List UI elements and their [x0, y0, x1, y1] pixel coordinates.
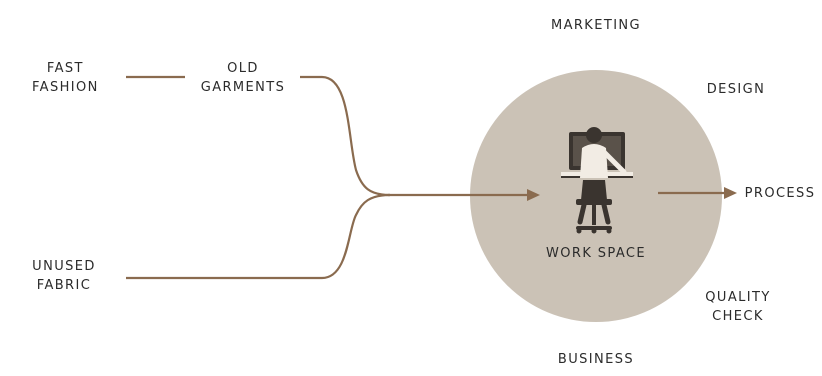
quality-check-label: QUALITY CHECK: [694, 288, 782, 326]
fast-fashion-line-1: FAST: [46, 61, 84, 76]
quality-check-line-1: QUALITY: [705, 290, 771, 305]
unused-fabric-line-1: UNUSED: [32, 259, 96, 274]
arrow-into-workspace-head: [527, 189, 540, 201]
business-label: BUSINESS: [546, 350, 646, 369]
old-garments-label: OLD GARMENTS: [189, 59, 297, 97]
design-label: DESIGN: [694, 80, 778, 99]
design-text: DESIGN: [706, 82, 766, 97]
person-at-computer-icon: [561, 127, 633, 234]
connector-bottom: [126, 193, 391, 280]
unused-fabric-label: UNUSED FABRIC: [27, 257, 101, 295]
process-label: PROCESS: [740, 184, 820, 203]
work-space-label: WORK SPACE: [536, 244, 656, 263]
fast-fashion-label: FAST FASHION: [32, 59, 99, 97]
business-text: BUSINESS: [557, 352, 635, 367]
old-garments-line-2: GARMENTS: [200, 80, 286, 95]
marketing-label: MARKETING: [536, 16, 656, 35]
connector-top: [126, 75, 391, 197]
unused-fabric-line-2: FABRIC: [36, 278, 92, 293]
arrow-to-process-head: [724, 187, 737, 199]
marketing-text: MARKETING: [550, 18, 642, 33]
work-space-text: WORK SPACE: [546, 246, 646, 261]
process-text: PROCESS: [744, 186, 816, 201]
old-garments-line-1: OLD: [227, 61, 259, 76]
fast-fashion-line-2: FASHION: [32, 80, 99, 95]
quality-check-line-2: CHECK: [712, 309, 764, 324]
